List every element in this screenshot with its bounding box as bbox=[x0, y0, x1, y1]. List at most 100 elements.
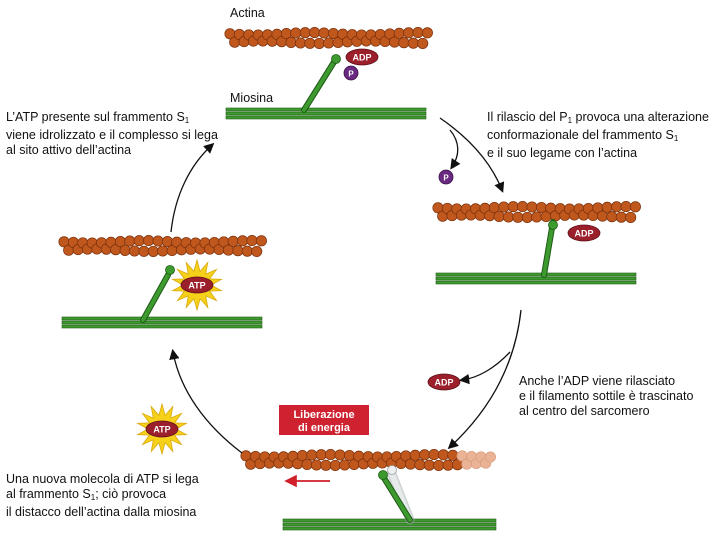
actin-bead bbox=[625, 211, 637, 223]
caption-top-right-line3: e il suo legame con l’actina bbox=[487, 146, 638, 160]
actin-bead bbox=[419, 449, 431, 461]
caption-top-right: Il rilascio del P1 provoca una alterazio… bbox=[487, 110, 709, 161]
actin-bead bbox=[414, 459, 426, 471]
actin-bead bbox=[241, 245, 253, 257]
caption-bottom-left-line2a: al frammento S bbox=[6, 487, 91, 501]
actin-bead bbox=[124, 235, 136, 247]
actin-bead bbox=[323, 37, 335, 49]
caption-top-left-line1: L’ATP presente sul frammento S bbox=[6, 110, 185, 124]
actin-bead bbox=[318, 27, 330, 39]
cycle-arrow-left-top bbox=[170, 142, 215, 233]
phosphate-label-released: P bbox=[443, 174, 449, 183]
myosin-filament-bottom bbox=[282, 518, 497, 531]
actin-bead bbox=[620, 201, 632, 213]
actin-bead bbox=[143, 235, 155, 247]
actin-bead bbox=[133, 235, 145, 247]
actin-bead bbox=[138, 245, 150, 257]
actin-bead bbox=[227, 235, 239, 247]
cycle-arrow-top-right bbox=[439, 117, 505, 193]
actin-bead bbox=[521, 211, 533, 223]
actin-bead bbox=[301, 458, 313, 470]
caption-bottom-right-line3: al centro del sarcomero bbox=[519, 404, 650, 418]
actin-bead bbox=[428, 449, 440, 461]
actin-bead bbox=[320, 459, 332, 471]
actin-bead bbox=[417, 37, 429, 49]
adp-molecule-top: ADP bbox=[345, 48, 379, 66]
actin-bead bbox=[407, 37, 419, 49]
actin-bead bbox=[498, 201, 510, 213]
actin-bead bbox=[531, 211, 543, 223]
actin-bead bbox=[493, 210, 505, 222]
caption-bottom-left: Una nuova molecola di ATP si lega al fra… bbox=[6, 472, 199, 520]
myosin-head-left bbox=[140, 265, 175, 323]
actin-bead bbox=[304, 37, 316, 49]
myosin-filament-top bbox=[225, 107, 427, 120]
actin-bead bbox=[403, 27, 415, 39]
actin-label: Actina bbox=[230, 6, 265, 20]
energy-line1: Liberazione bbox=[293, 409, 354, 421]
actin-bead bbox=[157, 245, 169, 257]
actin-bead bbox=[615, 211, 627, 223]
actin-bead bbox=[251, 245, 263, 257]
adp-label-top: ADP bbox=[352, 53, 371, 63]
myosin-head-right bbox=[541, 219, 558, 278]
phosphate-release-arrow bbox=[449, 129, 461, 170]
phosphate-label-top: P bbox=[348, 70, 354, 79]
actin-bead bbox=[255, 235, 267, 247]
actin-bead bbox=[601, 201, 613, 213]
caption-top-right-sub1: 1 bbox=[567, 116, 573, 125]
adp-molecule-right: ADP bbox=[567, 224, 601, 242]
caption-top-left-line3: al sito attivo dell’actina bbox=[6, 143, 132, 157]
caption-bottom-left-sub: 1 bbox=[90, 493, 96, 502]
actin-bead bbox=[611, 201, 623, 213]
actin-bead bbox=[512, 211, 524, 223]
actin-bead bbox=[412, 27, 424, 39]
actin-bead bbox=[606, 211, 618, 223]
actin-bead bbox=[152, 235, 164, 247]
actin-bead bbox=[325, 449, 337, 461]
actin-bead bbox=[442, 459, 454, 471]
actin-bead bbox=[447, 449, 459, 461]
actin-filament-top bbox=[224, 27, 433, 49]
actin-bead bbox=[315, 449, 327, 461]
caption-top-left-sub: 1 bbox=[184, 116, 190, 125]
adp-release-arrow bbox=[458, 351, 511, 385]
atp-burst-left: ATP bbox=[171, 258, 223, 312]
actin-bead bbox=[237, 235, 249, 247]
adp-molecule-released: ADP bbox=[427, 373, 461, 391]
energy-release-box: Liberazione di energia bbox=[279, 405, 369, 435]
energy-line2: di energia bbox=[298, 422, 351, 434]
actin-filament-right bbox=[432, 201, 641, 223]
actin-bead bbox=[334, 449, 346, 461]
adp-label-released: ADP bbox=[434, 378, 453, 388]
actin-bead bbox=[232, 245, 244, 257]
actin-bead bbox=[329, 459, 341, 471]
caption-top-left: L’ATP presente sul frammento S1 viene id… bbox=[6, 110, 218, 158]
atp-burst-bottom: ATP bbox=[136, 402, 188, 456]
actin-bead bbox=[285, 36, 297, 48]
actin-bead bbox=[421, 27, 433, 39]
actin-bead bbox=[294, 37, 307, 49]
phosphate-molecule-top: P bbox=[343, 65, 359, 81]
myosin-head-bottom bbox=[378, 465, 415, 525]
actin-bead bbox=[393, 27, 405, 39]
actin-bead bbox=[502, 211, 515, 223]
caption-bottom-left-line2b: ; ciò provoca bbox=[95, 487, 167, 501]
actin-bead bbox=[517, 201, 529, 213]
actin-bead bbox=[147, 245, 159, 257]
actin-filament-bottom bbox=[240, 449, 496, 471]
actin-bead bbox=[290, 27, 302, 39]
actin-bead bbox=[423, 459, 435, 471]
actin-bead bbox=[309, 27, 321, 39]
myosin-filament-left bbox=[61, 316, 263, 329]
caption-top-right-line2a: conformazionale del frammento S bbox=[487, 128, 674, 142]
actin-bead bbox=[409, 449, 421, 461]
caption-top-right-sub2: 1 bbox=[673, 134, 679, 143]
actin-bead bbox=[629, 201, 641, 213]
actin-bead bbox=[306, 449, 318, 461]
atp-label-bottom: ATP bbox=[153, 425, 170, 435]
actin-bead bbox=[484, 451, 496, 463]
caption-top-right-line1b: provoca una alterazione bbox=[572, 110, 709, 124]
actin-bead bbox=[398, 37, 410, 49]
